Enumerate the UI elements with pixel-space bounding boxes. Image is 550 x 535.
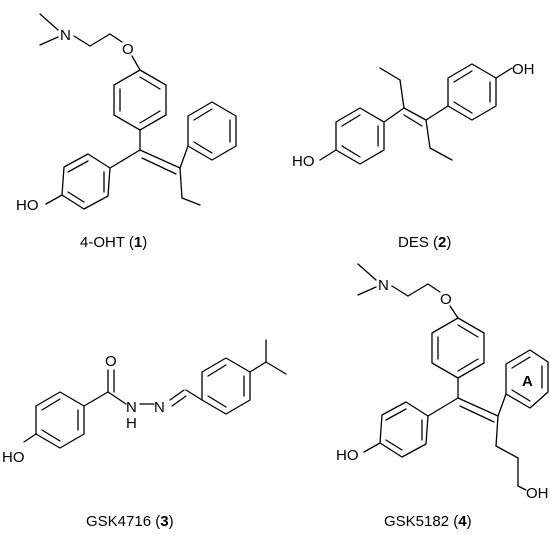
gsk5182-top-ring bbox=[431, 317, 485, 379]
gsk5182-nitrogen: N bbox=[378, 277, 389, 294]
phenol-ring bbox=[61, 153, 111, 210]
structure-des: OH HO bbox=[292, 61, 535, 170]
top-phenyl-ring bbox=[113, 69, 167, 131]
caption-compound-1: 4-OHT (1) bbox=[80, 234, 147, 251]
gsk4716-hydroxyl: HO bbox=[2, 449, 25, 466]
des-hydroxyl-right: OH bbox=[512, 61, 535, 78]
imine-nitrogen: N bbox=[154, 399, 165, 416]
caption-compound-4: GSK5182 (4) bbox=[384, 513, 472, 530]
caption-compound-3: GSK4716 (3) bbox=[86, 513, 174, 530]
carbonyl-oxygen: O bbox=[105, 353, 117, 370]
amide-hydrogen: H bbox=[126, 415, 137, 432]
gsk5182-oxygen: O bbox=[440, 291, 452, 308]
structure-gsk5182: N O OH A bbox=[336, 263, 549, 502]
des-hydroxyl-left: HO bbox=[292, 153, 315, 170]
gsk5182-phenol-ring bbox=[379, 401, 429, 458]
des-right-ring bbox=[447, 63, 497, 121]
hydroxyl-label: HO bbox=[16, 197, 39, 214]
nitrogen-label: N bbox=[60, 27, 71, 44]
gsk5182-hydroxyl: HO bbox=[336, 447, 359, 464]
structure-4-oht: N O bbox=[16, 13, 237, 214]
des-left-ring bbox=[335, 107, 385, 165]
ring-a-label: A bbox=[522, 373, 533, 390]
gsk5182-terminal-hydroxyl: OH bbox=[526, 485, 549, 502]
caption-compound-2: DES (2) bbox=[398, 234, 451, 251]
amide-nitrogen: N bbox=[126, 399, 137, 416]
right-phenyl-ring bbox=[187, 101, 237, 161]
oxygen-label: O bbox=[122, 41, 134, 58]
ring-a bbox=[505, 349, 549, 409]
gsk4716-aryl-ring bbox=[201, 357, 251, 415]
gsk4716-phenol-ring bbox=[35, 391, 85, 449]
structure-gsk4716: HO O N H N bbox=[2, 339, 287, 466]
